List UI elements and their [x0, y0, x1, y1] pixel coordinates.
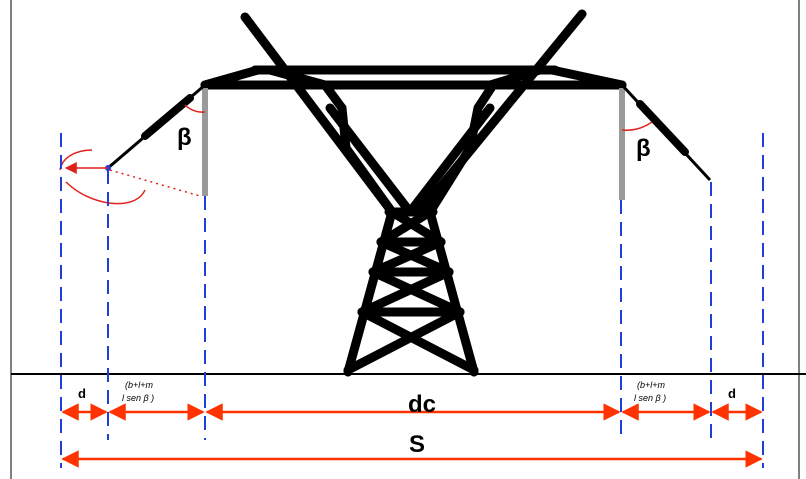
tower-x-brace-3a	[368, 267, 465, 317]
tower-crossarm-diagonal-right	[485, 65, 545, 90]
label-d-right: d	[728, 386, 736, 401]
tower-inner-leg-left	[320, 80, 347, 113]
tower-crossarm-brace-right	[547, 65, 627, 90]
tower-k-brace-left-mid	[337, 103, 351, 153]
guide-lines	[60, 133, 764, 468]
label-swing-right-line2: l sen β )	[634, 393, 666, 403]
angle-arc-right	[621, 121, 653, 131]
tower-waist-left	[341, 143, 397, 217]
angle-arc-left	[184, 104, 206, 113]
tower-waist-right	[425, 143, 475, 217]
tower-x-brace-1a	[387, 207, 446, 247]
label-swing-left-line2: l sen β )	[122, 393, 154, 403]
label-angle-left: β	[177, 124, 192, 151]
tower	[200, 9, 627, 377]
tower-x-brace-4a	[357, 307, 479, 375]
tower-x-brace-3b	[357, 267, 454, 317]
swing-arc-lower	[65, 181, 146, 205]
label-swing-left-line1: (b+l+m	[125, 380, 154, 390]
dimensions	[61, 403, 763, 468]
tower-crossarm-diagonal-left	[265, 65, 330, 90]
swing-dotted-line	[109, 169, 201, 197]
label-S: S	[409, 431, 425, 458]
tower-x-brace-1b	[376, 207, 435, 247]
label-angle-right: β	[636, 135, 651, 162]
label-d-left: d	[78, 386, 86, 401]
swing-arc-upper	[59, 149, 93, 171]
tower-k-brace-right-mid	[465, 103, 483, 153]
label-swing-right-line1: (b+l+m	[637, 380, 666, 390]
insulator-string-right-body	[636, 100, 689, 156]
insulator-string-left-body	[141, 94, 194, 140]
tower-inner-leg-right	[473, 80, 498, 113]
tower-crossarm-brace-left	[200, 65, 263, 90]
label-dc: dc	[408, 391, 436, 418]
tower-x-brace-2b	[368, 237, 446, 277]
tower-x-brace-4b	[343, 307, 465, 375]
